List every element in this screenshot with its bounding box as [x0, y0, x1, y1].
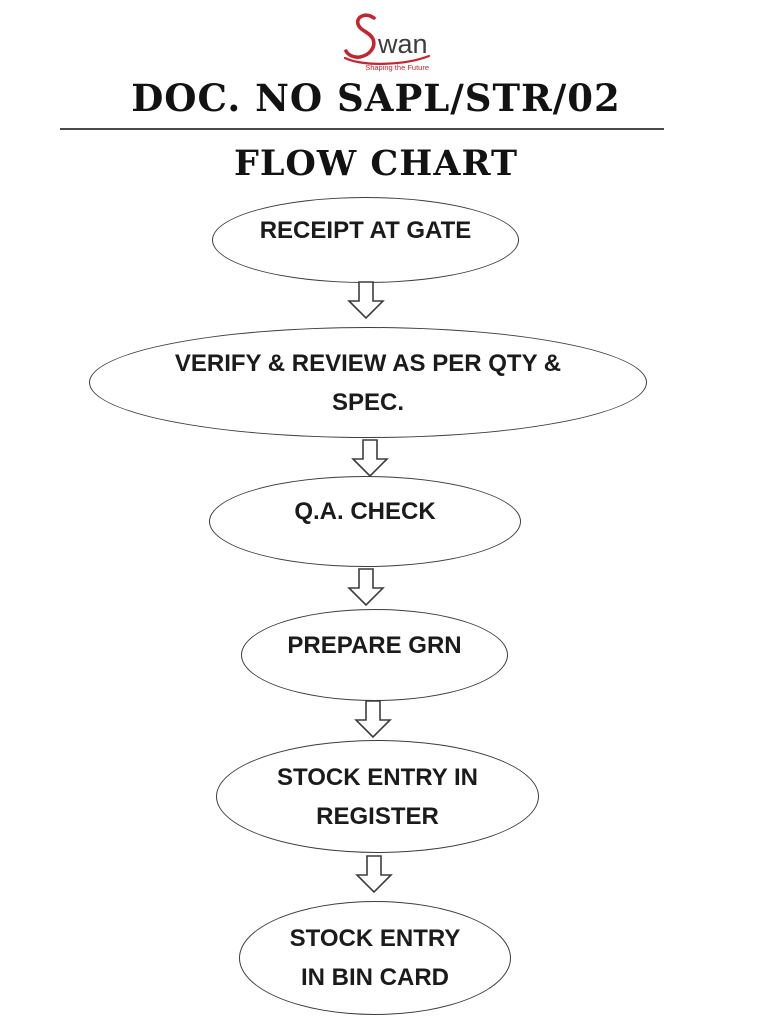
- down-arrow-icon: [351, 439, 389, 478]
- flow-step-label: Q.A. CHECK: [294, 498, 436, 525]
- flow-step-label: VERIFY & REVIEW AS PER QTY &: [174, 349, 562, 377]
- swan-underline-icon: [343, 54, 431, 65]
- flow-step-label: SPEC.: [331, 388, 405, 416]
- flow-step-stock-entry-bin-card: STOCK ENTRY IN BIN CARD: [239, 901, 511, 1015]
- swan-logo: wan Shaping the Future: [334, 12, 434, 76]
- flow-step-label: STOCK ENTRY: [289, 925, 461, 952]
- page-title: FLOW CHART: [233, 143, 519, 184]
- flow-step-receipt-at-gate: RECEIPT AT GATE: [212, 197, 519, 283]
- down-arrow-icon: [354, 700, 392, 739]
- flow-step-label: IN BIN CARD: [301, 964, 449, 991]
- down-arrow-icon: [347, 568, 385, 607]
- logo-brand-text: wan: [377, 29, 428, 59]
- swan-logo-graphic: wan Shaping the Future: [343, 13, 431, 72]
- logo-tagline: Shaping the Future: [365, 63, 429, 72]
- flow-step-verify-review: VERIFY & REVIEW AS PER QTY & SPEC.: [89, 327, 647, 438]
- doc-number-title: DOC. NO SAPL/STR/02: [131, 76, 621, 120]
- flow-step-label: STOCK ENTRY IN: [277, 763, 478, 791]
- flow-step-prepare-grn: PREPARE GRN: [241, 609, 508, 701]
- flow-step-label: REGISTER: [316, 802, 439, 830]
- flow-step-qa-check: Q.A. CHECK: [209, 476, 521, 567]
- flow-step-label: RECEIPT AT GATE: [259, 216, 472, 244]
- header-divider: [60, 128, 664, 130]
- flow-step-label: PREPARE GRN: [287, 631, 462, 659]
- down-arrow-icon: [355, 855, 393, 894]
- swan-neck-icon: [344, 13, 376, 59]
- down-arrow-icon: [347, 281, 385, 320]
- flow-step-stock-entry-register: STOCK ENTRY IN REGISTER: [216, 740, 539, 853]
